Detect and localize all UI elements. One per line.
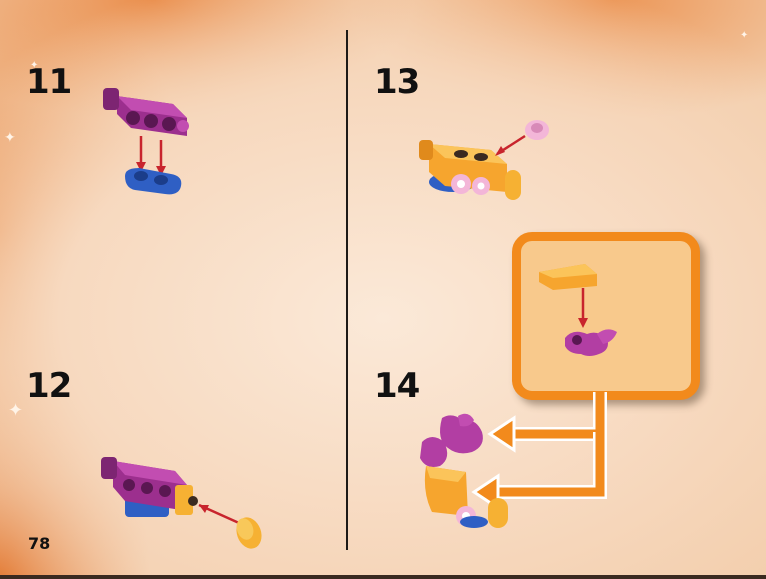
sparkle-star-icon: ✦ xyxy=(4,130,16,146)
callout-illustration xyxy=(535,258,655,368)
step-11-illustration xyxy=(95,78,205,208)
step-13-illustration xyxy=(415,112,555,212)
step-12-illustration xyxy=(95,455,275,555)
sparkle-star-icon: ✦ xyxy=(740,30,748,41)
sparkle-star-icon: ✦ xyxy=(8,400,23,421)
step-number-13: 13 xyxy=(374,62,419,102)
step-number-11: 11 xyxy=(26,62,71,102)
step-14-illustration xyxy=(412,412,532,532)
bottom-border xyxy=(0,575,766,579)
column-divider xyxy=(346,30,348,550)
step-number-12: 12 xyxy=(26,366,71,406)
page-number: 78 xyxy=(28,534,50,553)
step-number-14: 14 xyxy=(374,366,419,406)
